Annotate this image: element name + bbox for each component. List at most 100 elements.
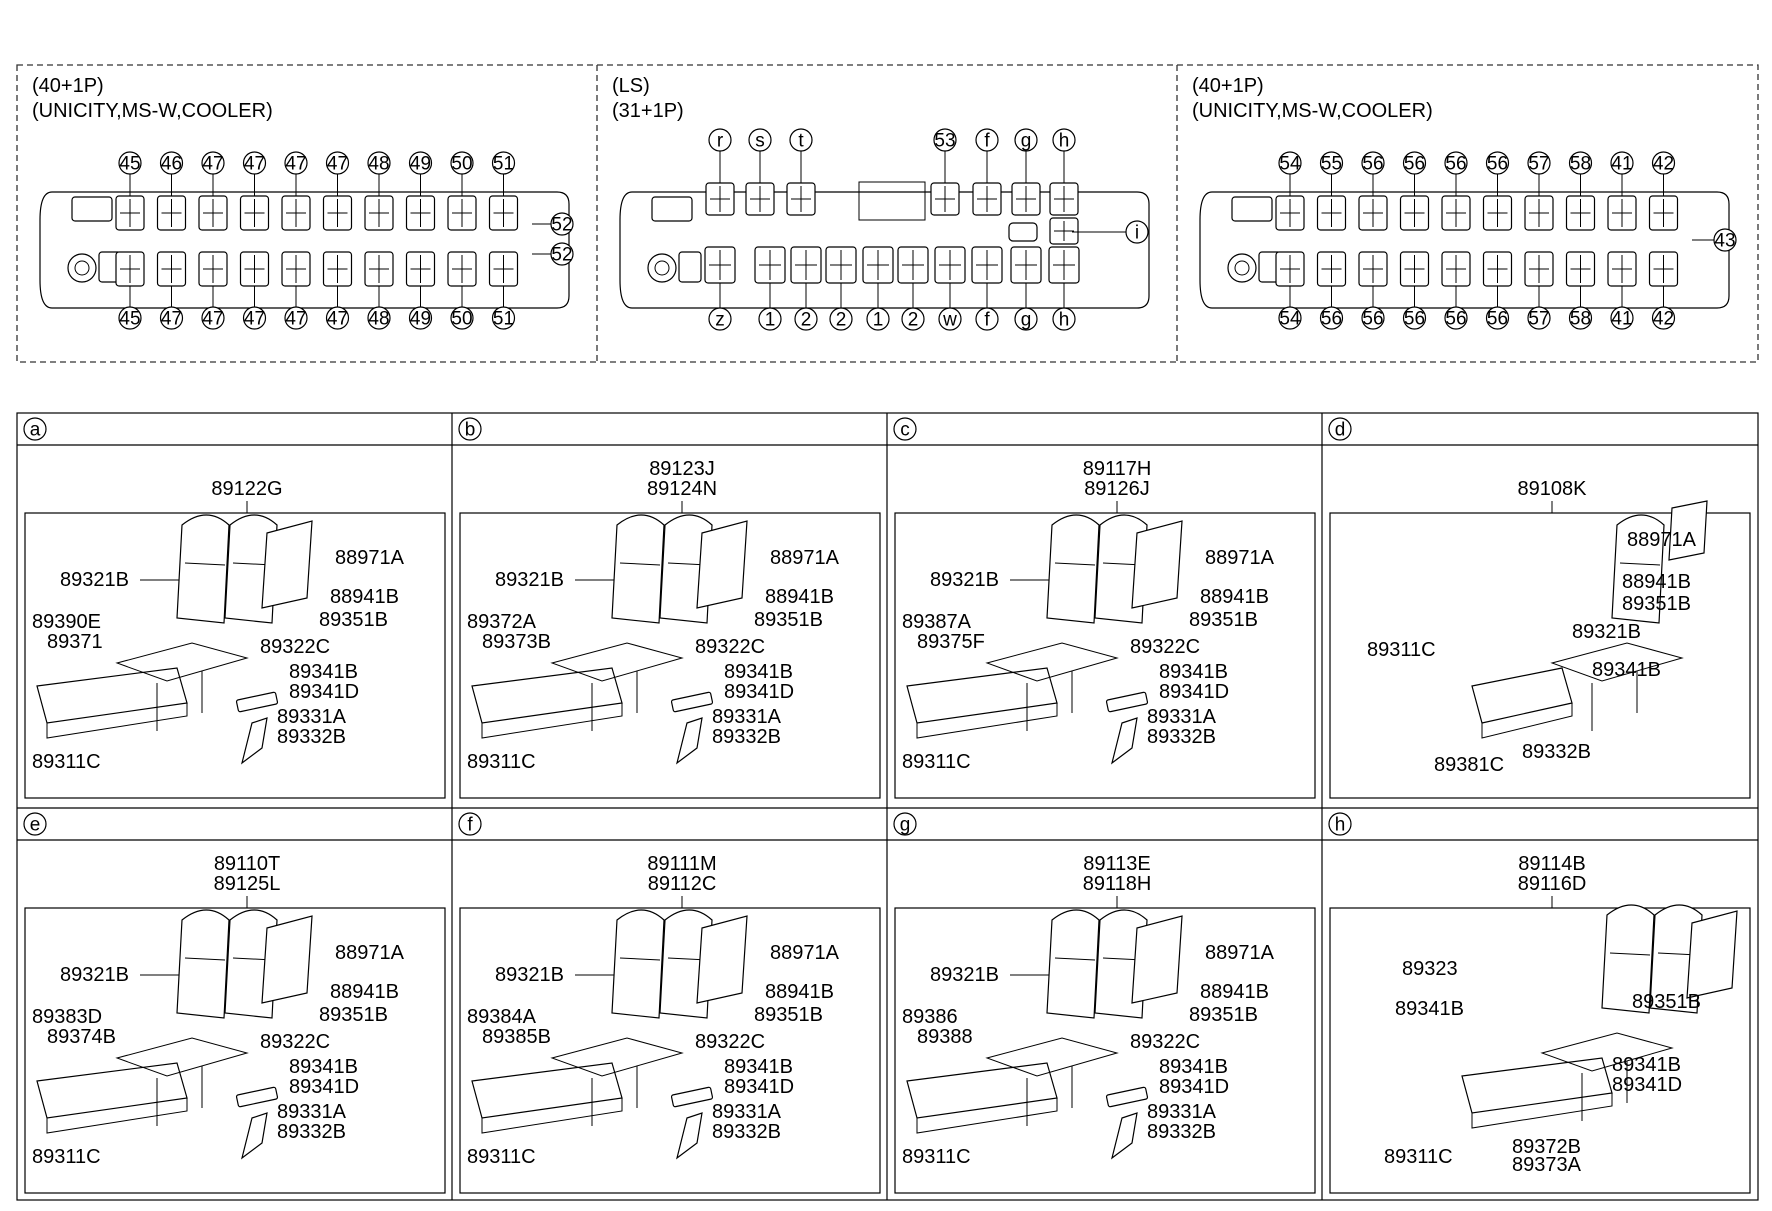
callout-circle [450, 306, 474, 330]
callout-circle [1328, 812, 1352, 836]
seat-callout: 48 [367, 151, 391, 175]
callout-label: g [1021, 131, 1032, 152]
seat [447, 195, 477, 231]
assembly-number: 89123J [649, 458, 715, 480]
panel-inner-frame [894, 907, 1316, 1194]
seat-callout: 2 [794, 307, 818, 331]
backrest [176, 909, 230, 1019]
part-label: 89311C [32, 751, 101, 773]
seat-callout: w [938, 307, 962, 331]
callout-circle [242, 306, 267, 330]
seat-callout: 53 [933, 128, 957, 152]
part-label: 89351B [1632, 991, 1701, 1013]
seat-callout: s [748, 128, 772, 152]
callout-label: 52 [551, 215, 572, 236]
callout-label: 2 [836, 310, 847, 331]
part-label: 89332B [277, 726, 346, 748]
callout-circle [1278, 306, 1302, 330]
seat [1441, 195, 1471, 231]
callout-circle [1402, 306, 1427, 330]
seat [825, 246, 857, 284]
part-label: 89341D [289, 681, 359, 703]
part-label: 89311C [467, 751, 536, 773]
part-label: 88941B [765, 981, 834, 1003]
part-label: 89331A [712, 1101, 782, 1123]
callout-circle [458, 812, 482, 836]
part-label: 89331A [277, 706, 347, 728]
part-label: 89323 [1402, 958, 1458, 980]
callout-circle [491, 306, 516, 330]
callout-label: 41 [1611, 309, 1632, 330]
part-label: 89332B [1147, 726, 1216, 748]
panel-inner-frame [1329, 907, 1751, 1194]
seat-frame [1540, 1032, 1674, 1072]
assembly-number: 89113E [1083, 853, 1150, 875]
seat [1275, 195, 1305, 231]
part-label: 89351B [1622, 593, 1691, 615]
part-label: 89321B [60, 964, 129, 986]
seat [322, 195, 353, 231]
callout-circle [408, 306, 433, 330]
assembly-number: 89110T [214, 853, 280, 875]
callout-circle [1610, 306, 1634, 330]
panel-f: f89111M89112C89321B88971A88941B89351B893… [458, 812, 881, 1194]
panel-letter: h [1328, 812, 1352, 836]
part-label: 89321B [495, 569, 564, 591]
table [1008, 222, 1038, 242]
seat-callout: 56 [1444, 151, 1468, 175]
callout-label: 56 [1487, 154, 1508, 175]
seat-callout: 56 [1402, 306, 1427, 330]
part-label: 89322C [695, 636, 765, 658]
part-label: 89321B [495, 964, 564, 986]
leg-cover-part [1111, 1112, 1138, 1160]
callout-label: 56 [1404, 154, 1425, 175]
part-label: 89341B [1395, 998, 1464, 1020]
callout-label: w [942, 310, 957, 331]
seat-callout: 2 [901, 307, 925, 331]
part-label: 89341B [289, 661, 358, 683]
seat [1565, 251, 1596, 287]
callout-label: 49 [410, 309, 431, 330]
part-label: 89341B [1159, 1056, 1228, 1078]
callout-circle [23, 417, 47, 441]
leg-cover-part [241, 717, 268, 765]
assembly-number: 89125L [214, 873, 281, 895]
callout-label: 48 [368, 154, 389, 175]
callout-label: 47 [244, 154, 265, 175]
part-label: 88941B [330, 586, 399, 608]
seat-callout: 51 [491, 306, 516, 330]
side-callout: 52 [550, 212, 574, 236]
part-label: 89331A [1147, 706, 1217, 728]
seat-callout: 56 [1361, 306, 1385, 330]
seat [754, 246, 786, 284]
steering-wheel [647, 253, 677, 283]
seat-callout: g [1014, 128, 1038, 152]
callout-label: 43 [1714, 231, 1735, 252]
seat-callout: 50 [450, 306, 474, 330]
callout-circle [367, 306, 391, 330]
layout-header: (40+1P) [1192, 75, 1264, 97]
armrest-part [670, 1086, 714, 1108]
callout-label: r [717, 131, 724, 152]
seat-callout: 51 [491, 151, 516, 175]
callout-circle [829, 307, 853, 331]
seat-callout: 54 [1278, 306, 1302, 330]
part-label: 89311C [467, 1146, 536, 1168]
seat-callout: 47 [201, 151, 225, 175]
part-label: 89372B [1512, 1136, 1581, 1158]
part-label: 89322C [260, 1031, 330, 1053]
layout-frame [16, 64, 1759, 363]
backrest [176, 514, 230, 624]
part-label: 89311C [902, 1146, 971, 1168]
seat [198, 251, 228, 287]
panel-inner-frame [24, 907, 446, 1194]
callout-circle [118, 306, 142, 330]
callout-label: 57 [1528, 154, 1549, 175]
callout-circle [1014, 307, 1038, 331]
layout-header: (UNICITY,MS-W,COOLER) [1192, 100, 1433, 122]
seat-callout: 47 [201, 306, 225, 330]
seat-callout: 56 [1402, 151, 1427, 175]
callout-label: g [900, 815, 911, 836]
callout-label: 52 [551, 245, 572, 266]
seat [1648, 251, 1679, 287]
